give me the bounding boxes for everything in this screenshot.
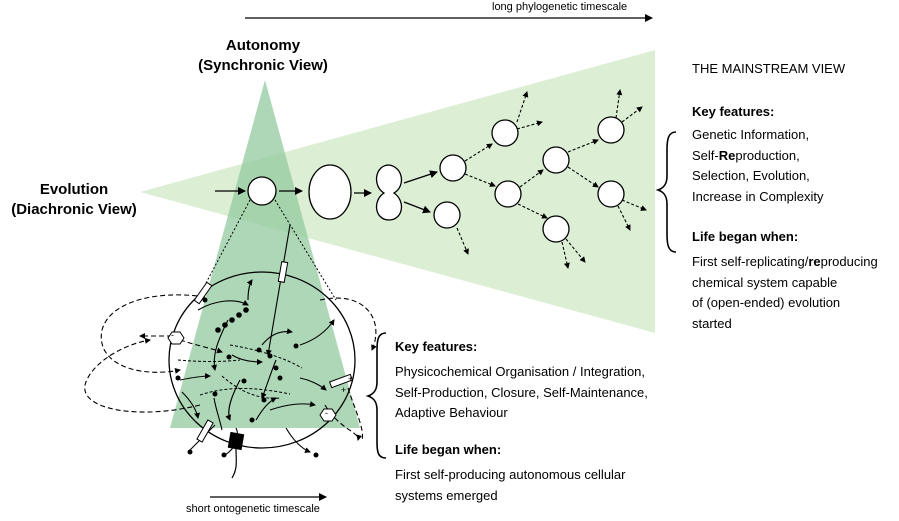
autonomy-title-line1: Autonomy bbox=[225, 37, 301, 54]
evolution-cone bbox=[140, 50, 655, 333]
mainstream-feature: Increase in Complexity bbox=[692, 188, 824, 204]
mainstream-feature: Self-Reproduction, bbox=[692, 147, 800, 163]
autonomy-brace bbox=[365, 332, 387, 459]
mainstream-life-line: First self-replicating/reproducing bbox=[692, 254, 878, 269]
lineage-cell-initial bbox=[247, 176, 277, 206]
mainstream-features-list: Genetic Information, Self-Reproduction, … bbox=[692, 125, 824, 207]
autonomy-life-line: systems emerged bbox=[395, 487, 498, 503]
lineage-dashed-arrows bbox=[456, 89, 647, 269]
charge-sign: + bbox=[348, 374, 354, 384]
mainstream-title: THE MAINSTREAM VIEW bbox=[692, 61, 846, 76]
charge-sign: - bbox=[171, 330, 174, 340]
lineage-cells bbox=[215, 116, 625, 243]
mainstream-key-features-heading: Key features: bbox=[692, 104, 775, 119]
mainstream-brace bbox=[655, 131, 677, 253]
mainstream-feature: Selection, Evolution, bbox=[692, 168, 810, 183]
autonomy-cone bbox=[170, 80, 360, 428]
autonomy-feature: Self-Production, Closure, Self-Maintenan… bbox=[395, 384, 648, 400]
autonomy-features-list: Physicochemical Organisation / Integrati… bbox=[395, 362, 648, 424]
lineage-cell-dividing bbox=[375, 164, 403, 221]
energy-source-box bbox=[227, 431, 245, 451]
hexagon-transporters bbox=[167, 331, 337, 422]
autonomy-life-began-list: First self-producing autonomous cellular… bbox=[395, 465, 626, 506]
external-dashed-loops bbox=[84, 294, 377, 441]
mainstream-life-line: of (open-ended) evolution bbox=[692, 295, 841, 310]
membrane-channels bbox=[193, 261, 354, 443]
cell-membrane bbox=[168, 271, 356, 449]
autonomous-cell bbox=[84, 224, 377, 479]
lineage-cell-growing bbox=[308, 164, 352, 220]
autonomy-life-line: First self-producing autonomous cellular bbox=[395, 467, 626, 482]
zoom-lines bbox=[204, 199, 337, 301]
autonomy-title-line2: (Synchronic View) bbox=[198, 57, 328, 74]
mainstream-life-began-list: First self-replicating/reproducing chemi… bbox=[692, 252, 878, 334]
mainstream-feature: Genetic Information, bbox=[692, 127, 810, 142]
autonomy-feature: Physicochemical Organisation / Integrati… bbox=[395, 364, 646, 379]
charge-sign: + bbox=[341, 385, 347, 395]
charge-sign: - bbox=[325, 408, 328, 418]
molecule-dots bbox=[175, 297, 319, 458]
mainstream-life-line: started bbox=[692, 315, 732, 331]
mainstream-life-line: chemical system capable bbox=[692, 274, 838, 290]
evolution-title-line1: Evolution bbox=[39, 181, 109, 198]
autonomy-feature: Adaptive Behaviour bbox=[395, 405, 508, 420]
autonomy-life-began-heading: Life began when: bbox=[395, 442, 502, 457]
autonomy-title: Autonomy (Synchronic View) bbox=[195, 36, 331, 76]
short-timescale-label: short ontogenetic timescale bbox=[186, 503, 320, 515]
autonomy-key-features-heading: Key features: bbox=[395, 339, 478, 354]
evolution-title: Evolution (Diachronic View) bbox=[2, 180, 146, 220]
long-timescale-label: long phylogenetic timescale bbox=[492, 1, 628, 13]
mainstream-life-began-heading: Life began when: bbox=[692, 229, 799, 244]
evolution-title-line2: (Diachronic View) bbox=[11, 201, 137, 218]
